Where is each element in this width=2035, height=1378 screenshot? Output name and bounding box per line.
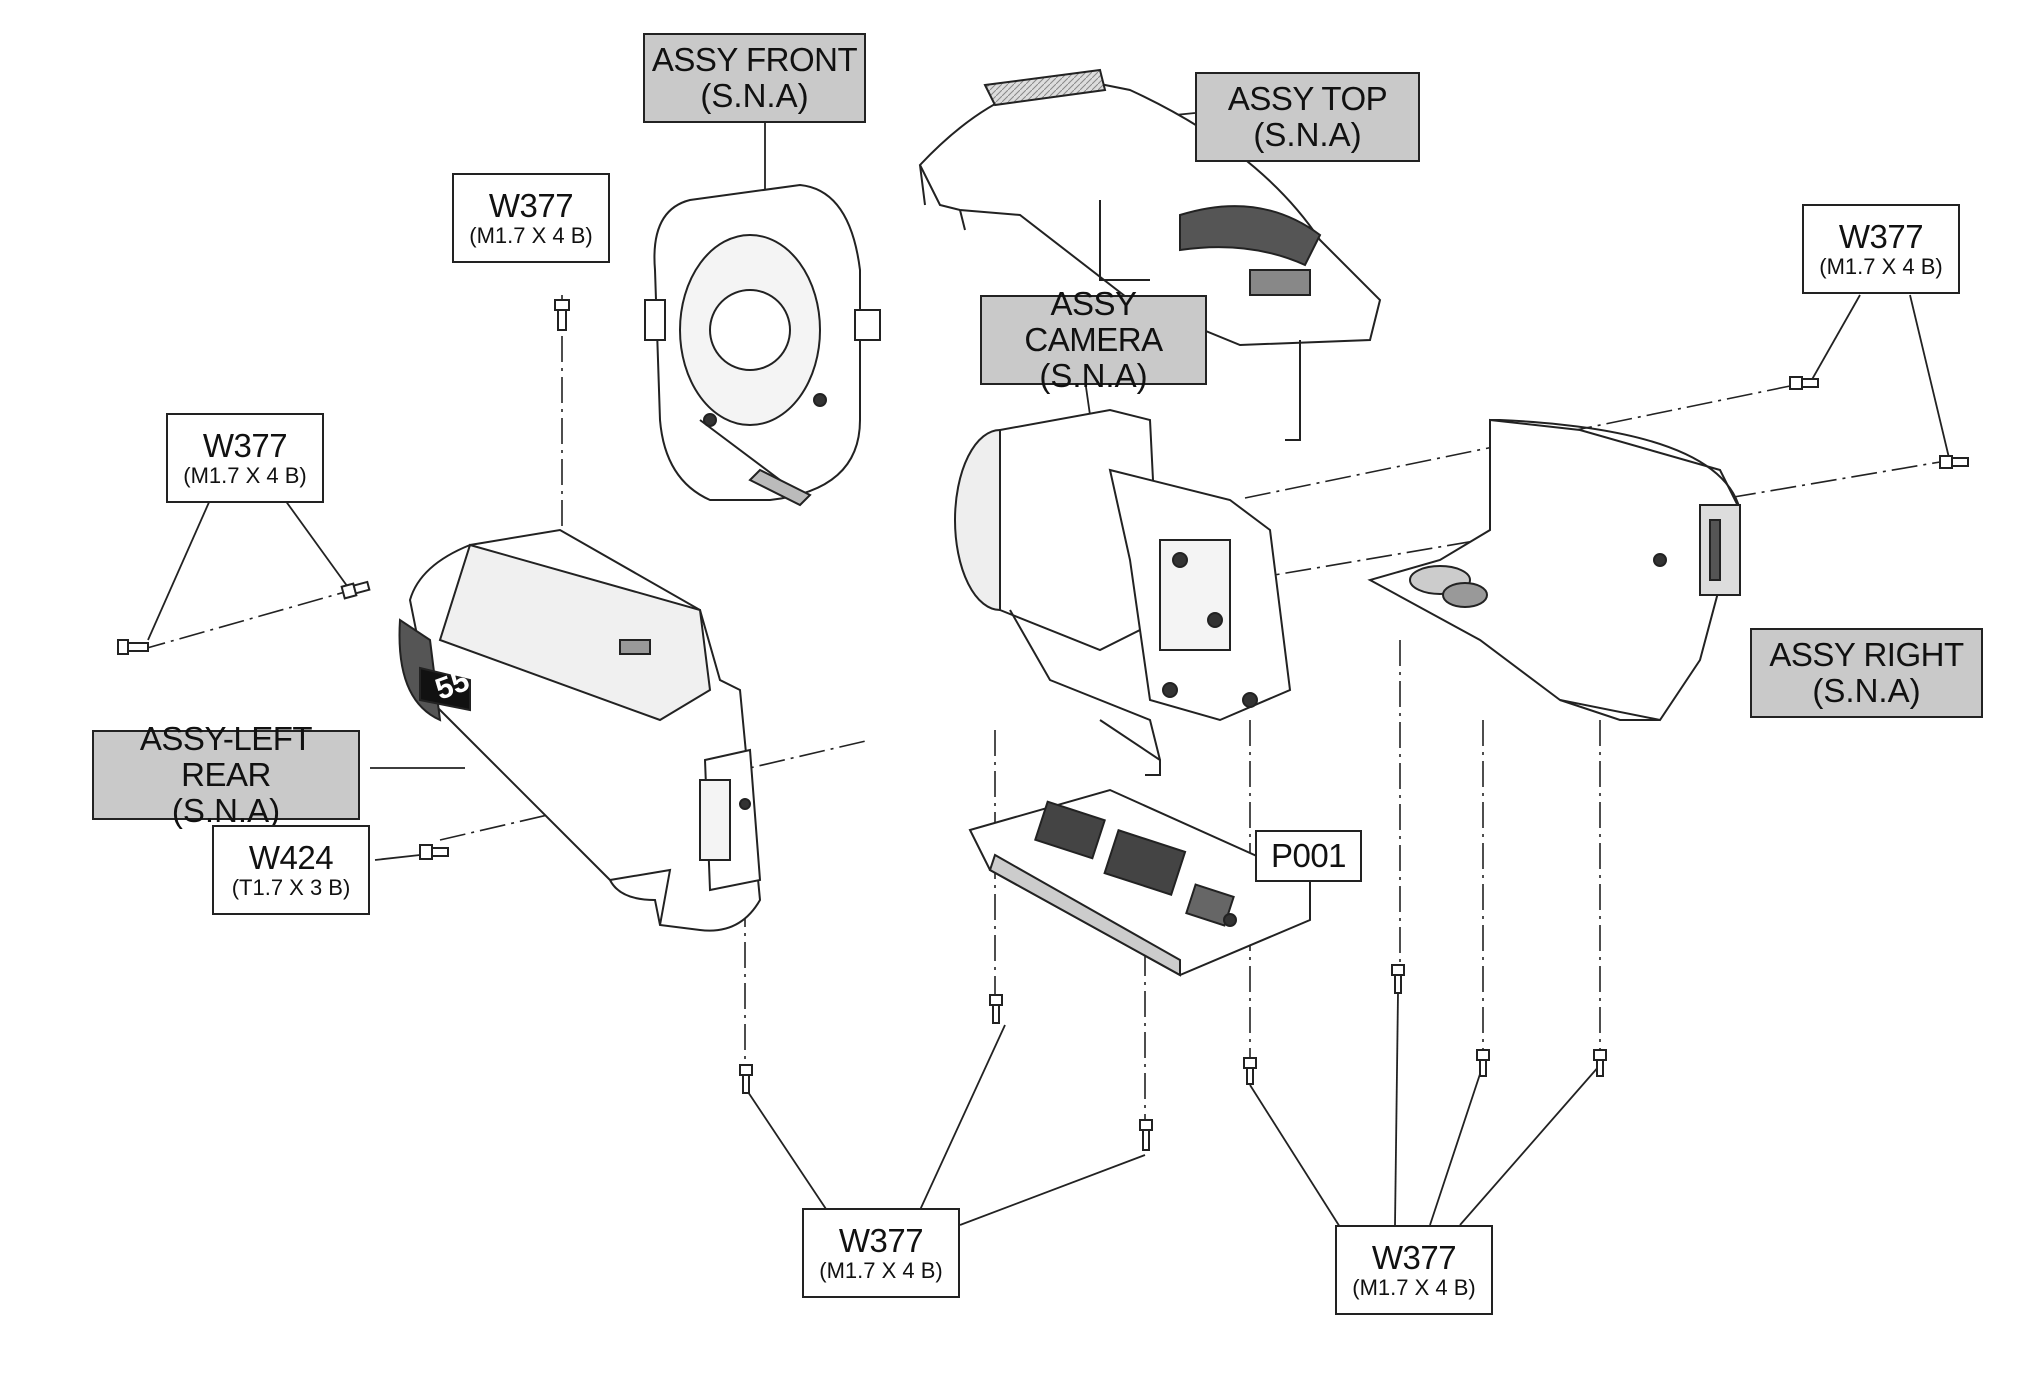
label-note: (S.N.A) (171, 792, 281, 830)
label-w377-top-left: W377 (M1.7 X 4 B) (452, 173, 610, 263)
screw-icon (1243, 1057, 1257, 1085)
assy-right-part (1370, 420, 1740, 720)
label-assy-left-rear: ASSY-LEFT REAR (S.N.A) (92, 720, 360, 829)
screw-icon (1789, 376, 1819, 390)
label-w377-left: W377 (M1.7 X 4 B) (166, 413, 324, 503)
assy-camera-part (955, 410, 1290, 775)
label-name: W377 (202, 426, 288, 464)
screw-icons (117, 299, 1969, 1151)
label-spec: (M1.7 X 4 B) (469, 223, 593, 249)
label-name: W377 (838, 1221, 924, 1259)
label-spec: (M1.7 X 4 B) (183, 463, 307, 489)
label-w377-bottom-right: W377 (M1.7 X 4 B) (1335, 1225, 1493, 1315)
screw-icon (1139, 1119, 1153, 1151)
label-spec: (M1.7 X 4 B) (1819, 254, 1943, 280)
label-spec: (T1.7 X 3 B) (231, 875, 351, 901)
label-note: (S.N.A) (1039, 357, 1148, 395)
label-note: (S.N.A) (700, 77, 809, 114)
label-name: ASSY-LEFT REAR (139, 719, 313, 793)
label-name: ASSY TOP (1227, 79, 1388, 117)
p001-board-part (970, 790, 1310, 975)
label-assy-right: ASSY RIGHT (S.N.A) (1750, 628, 1983, 718)
screw-icon (419, 844, 449, 860)
label-name: W424 (248, 838, 334, 876)
label-assy-camera: ASSY CAMERA (S.N.A) (980, 285, 1207, 394)
screw-icon (554, 299, 570, 331)
label-name: P001 (1270, 836, 1347, 874)
label-spec: (M1.7 X 4 B) (819, 1258, 943, 1284)
screw-icon (1391, 964, 1405, 994)
screw-icon (117, 639, 149, 655)
label-spec: (M1.7 X 4 B) (1352, 1275, 1476, 1301)
screw-icon (739, 1064, 753, 1094)
screw-icon (1939, 455, 1969, 469)
label-assy-top: ASSY TOP (S.N.A) (1195, 72, 1420, 162)
screw-icon (989, 994, 1003, 1024)
label-name: ASSY RIGHT (1769, 635, 1964, 673)
label-note: (S.N.A) (1253, 116, 1362, 153)
label-w377-right: W377 (M1.7 X 4 B) (1802, 204, 1960, 294)
label-w424: W424 (T1.7 X 3 B) (212, 825, 370, 915)
assy-left-rear-part (400, 530, 761, 931)
assy-top-part (920, 70, 1380, 440)
label-name: ASSY CAMERA (1024, 284, 1163, 358)
label-assy-front: ASSY FRONT (S.N.A) (643, 33, 866, 123)
screw-icon (340, 580, 371, 600)
label-p001: P001 (1255, 830, 1362, 882)
label-note: (S.N.A) (1812, 672, 1921, 709)
assy-front-part (645, 185, 880, 505)
label-name: W377 (1838, 217, 1924, 255)
label-name: W377 (1371, 1238, 1457, 1276)
label-w377-bottom-center: W377 (M1.7 X 4 B) (802, 1208, 960, 1298)
label-name: W377 (488, 186, 574, 224)
screw-icon (1593, 1049, 1607, 1077)
assembly-axis-lines (139, 295, 1941, 1120)
screw-icon (1476, 1049, 1490, 1077)
label-name: ASSY FRONT (651, 40, 858, 78)
